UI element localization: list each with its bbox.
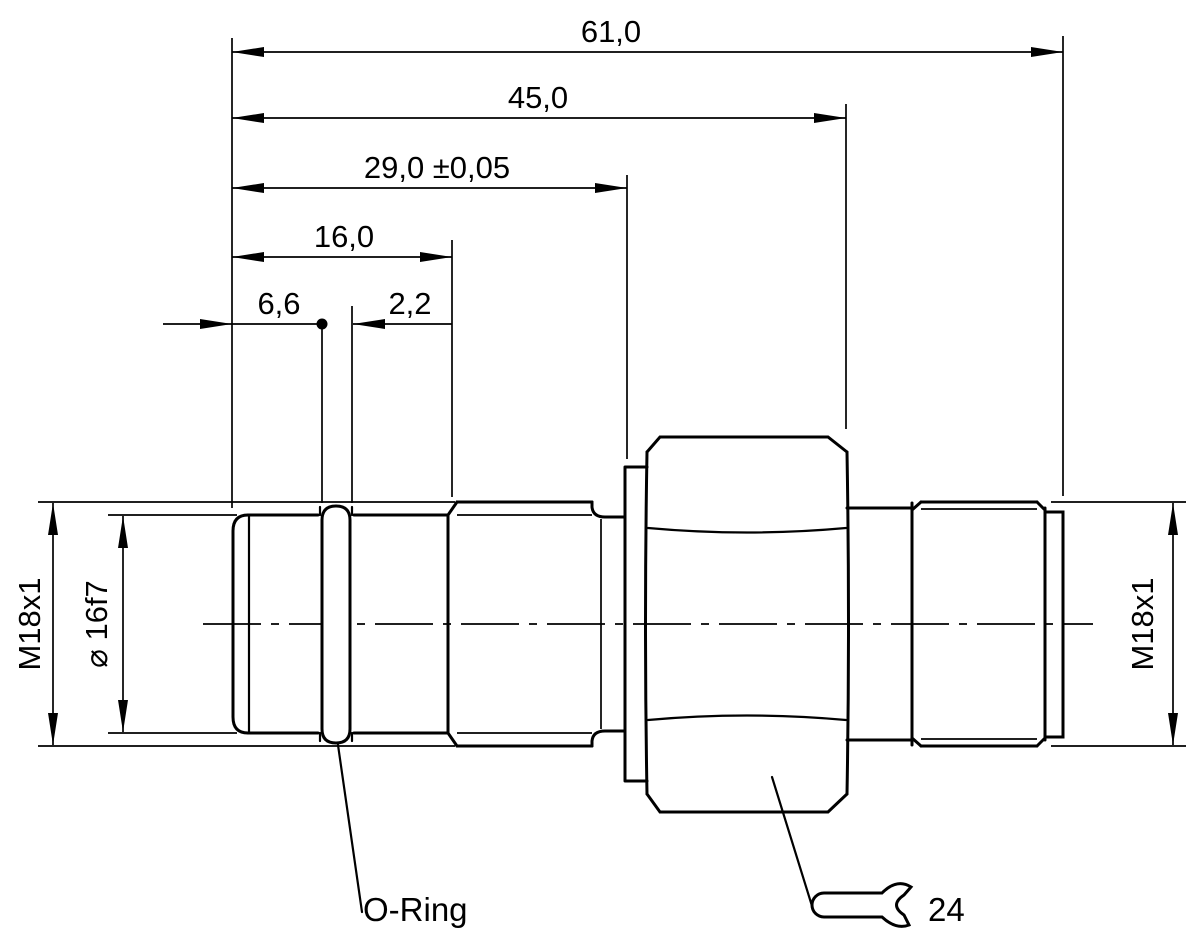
dimension-dia16f7: ⌀ 16f7 bbox=[79, 514, 237, 734]
dimension-dot-terminator bbox=[316, 318, 328, 330]
dimension-61: 61,0 bbox=[231, 14, 1064, 508]
dimension-16: 16,0 bbox=[232, 219, 453, 497]
wrench-callout: 24 bbox=[770, 775, 965, 928]
dimension-m18x1-left: M18x1 bbox=[12, 501, 455, 747]
wrench-icon bbox=[810, 882, 914, 928]
hex-facet-line-bottom bbox=[646, 714, 848, 722]
hex-facet-line-top bbox=[646, 526, 848, 534]
dimension-16-label: 16,0 bbox=[314, 219, 374, 254]
diameter-label: ⌀ 16f7 bbox=[79, 580, 114, 668]
dimension-m18x1-right: M18x1 bbox=[1051, 501, 1186, 747]
dimension-2-2-label: 2,2 bbox=[388, 286, 431, 321]
hex-nut bbox=[644, 435, 850, 814]
thread-root-lines-right bbox=[921, 508, 1037, 740]
dimension-29-label: 29,0 ±0,05 bbox=[364, 150, 510, 185]
dimension-45-label: 45,0 bbox=[508, 80, 568, 115]
dimension-6-6-label: 6,6 bbox=[257, 286, 300, 321]
dimension-29: 29,0 ±0,05 bbox=[232, 150, 628, 459]
thread-root-lines-left bbox=[457, 514, 592, 734]
oring-label: O-Ring bbox=[363, 891, 468, 928]
dimension-61-label: 61,0 bbox=[581, 14, 641, 49]
o-ring bbox=[320, 504, 352, 745]
wrench-leader-line bbox=[770, 775, 814, 908]
oring-leader-line bbox=[336, 743, 364, 914]
dimension-45: 45,0 bbox=[232, 80, 847, 429]
part-outline bbox=[231, 435, 1065, 814]
end-pilot bbox=[1043, 510, 1065, 739]
wrench-size-label: 24 bbox=[928, 891, 965, 928]
flange bbox=[623, 465, 649, 783]
oring-callout: O-Ring bbox=[336, 743, 468, 928]
dimension-6-6: 6,6 bbox=[163, 286, 328, 503]
thread-label-left: M18x1 bbox=[12, 577, 47, 670]
thread-label-right: M18x1 bbox=[1125, 577, 1160, 670]
dimension-2-2: 2,2 bbox=[351, 286, 452, 503]
